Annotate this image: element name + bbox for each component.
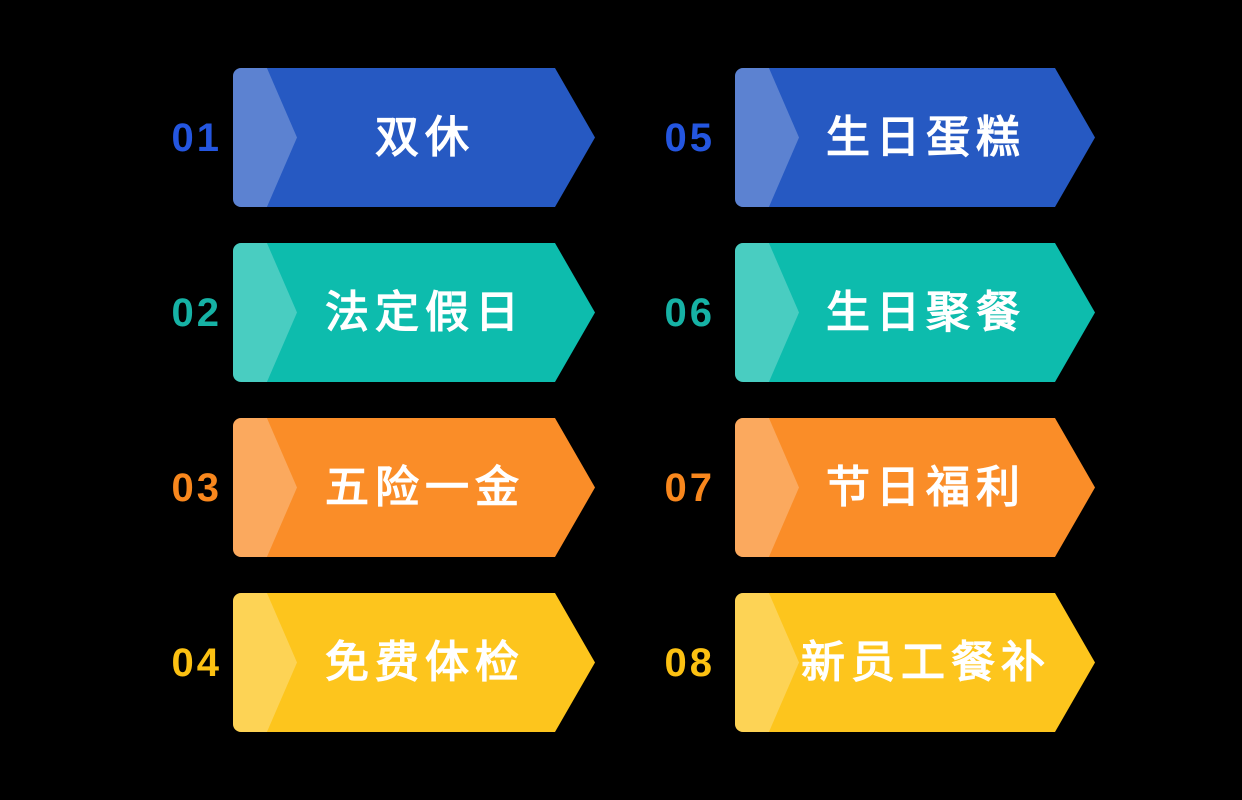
benefit-label: 免费体检 [325, 637, 525, 687]
benefit-arrow-banner: 双休 [233, 68, 595, 207]
benefit-arrow-banner: 节日福利 [735, 418, 1095, 557]
arrow-banner-shape [233, 68, 595, 207]
benefit-number: 01 [171, 115, 222, 160]
benefit-label: 新员工餐补 [801, 637, 1051, 687]
arrow-banner-shape [233, 593, 595, 732]
arrow-banner-shape [233, 418, 595, 557]
benefit-number: 05 [664, 115, 715, 160]
benefit-row: 03 五险一金 [150, 418, 595, 557]
benefits-column-right: 05 生日蛋糕 06 生日聚餐 07 节日福利 08 新员工餐补 [643, 68, 1095, 732]
arrow-banner-shape [735, 593, 1095, 732]
benefit-number: 03 [171, 465, 222, 510]
benefit-row: 01 双休 [150, 68, 595, 207]
arrow-banner-shape [735, 418, 1095, 557]
benefit-number: 07 [664, 465, 715, 510]
benefit-row: 06 生日聚餐 [643, 243, 1095, 382]
benefit-label: 法定假日 [325, 287, 525, 337]
benefit-row: 02 法定假日 [150, 243, 595, 382]
benefit-label: 节日福利 [826, 462, 1026, 512]
benefit-row: 04 免费体检 [150, 593, 595, 732]
benefit-label: 生日蛋糕 [826, 112, 1026, 162]
benefit-number: 06 [664, 290, 715, 335]
benefits-column-left: 01 双休 02 法定假日 03 五险一金 04 免费体检 [150, 68, 595, 732]
benefit-arrow-banner: 新员工餐补 [735, 593, 1095, 732]
benefit-arrow-banner: 五险一金 [233, 418, 595, 557]
benefit-label: 五险一金 [325, 462, 525, 512]
benefit-arrow-banner: 法定假日 [233, 243, 595, 382]
benefit-number: 02 [171, 290, 222, 335]
benefit-label: 生日聚餐 [826, 287, 1026, 337]
benefit-label: 双休 [375, 112, 475, 162]
benefit-number: 08 [664, 640, 715, 685]
benefit-arrow-banner: 生日聚餐 [735, 243, 1095, 382]
arrow-banner-shape [735, 68, 1095, 207]
benefit-row: 07 节日福利 [643, 418, 1095, 557]
benefit-row: 05 生日蛋糕 [643, 68, 1095, 207]
arrow-banner-shape [233, 243, 595, 382]
benefit-row: 08 新员工餐补 [643, 593, 1095, 732]
benefit-number: 04 [171, 640, 222, 685]
arrow-banner-shape [735, 243, 1095, 382]
benefit-arrow-banner: 免费体检 [233, 593, 595, 732]
benefit-arrow-banner: 生日蛋糕 [735, 68, 1095, 207]
